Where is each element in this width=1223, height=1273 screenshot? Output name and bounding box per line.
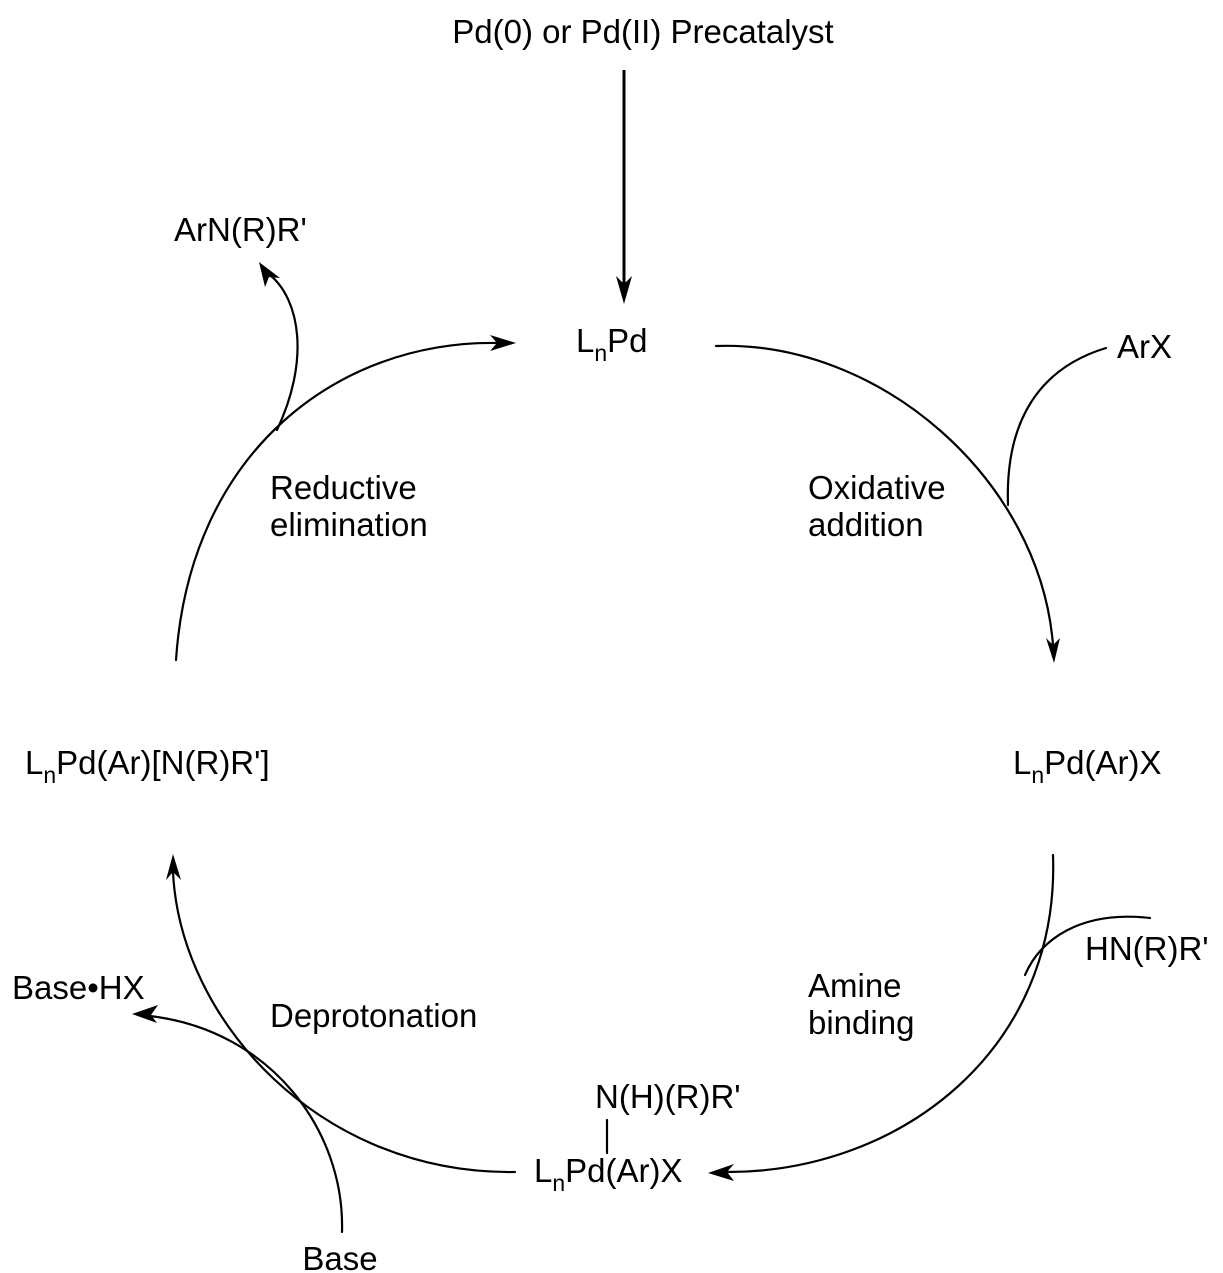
reductive-elimination-arrow — [174, 335, 516, 662]
deprotonation-label: Deprotonation — [270, 997, 477, 1034]
arx-entry-arrow — [1006, 346, 1108, 507]
arx-reagent: ArX — [1117, 328, 1172, 365]
reductive-elimination-label: Reductive elimination — [270, 469, 428, 543]
product-release-arrow — [259, 262, 299, 432]
amine-binding-label: Amine binding — [808, 967, 914, 1041]
deprotonation-arrow — [166, 854, 517, 1174]
amine-entry-arrow — [1023, 915, 1152, 977]
amine-binding-arrow — [708, 853, 1055, 1181]
oxidative-adduct-species: LnPd(Ar)X — [1013, 744, 1162, 788]
oxidative-addition-arrow — [714, 344, 1060, 663]
lnpd-species: LnPd — [576, 322, 648, 366]
oxidative-addition-label: Oxidative addition — [808, 469, 955, 543]
base-exchange-arrow — [132, 1005, 344, 1234]
precatalyst-arrow — [616, 70, 632, 304]
base-salt-product: Base•HX — [12, 969, 145, 1006]
amido-complex-species: LnPd(Ar)[N(R)R'] — [25, 744, 270, 788]
precatalyst-label: Pd(0) or Pd(II) Precatalyst — [452, 13, 833, 50]
amine-complex-species: LnPd(Ar)X — [534, 1152, 683, 1196]
arylamine-product: ArN(R)R' — [174, 211, 307, 248]
amine-ligand-label: N(H)(R)R' — [595, 1078, 741, 1115]
base-reagent: Base — [302, 1240, 377, 1273]
amine-reagent: HN(R)R' — [1085, 930, 1209, 967]
